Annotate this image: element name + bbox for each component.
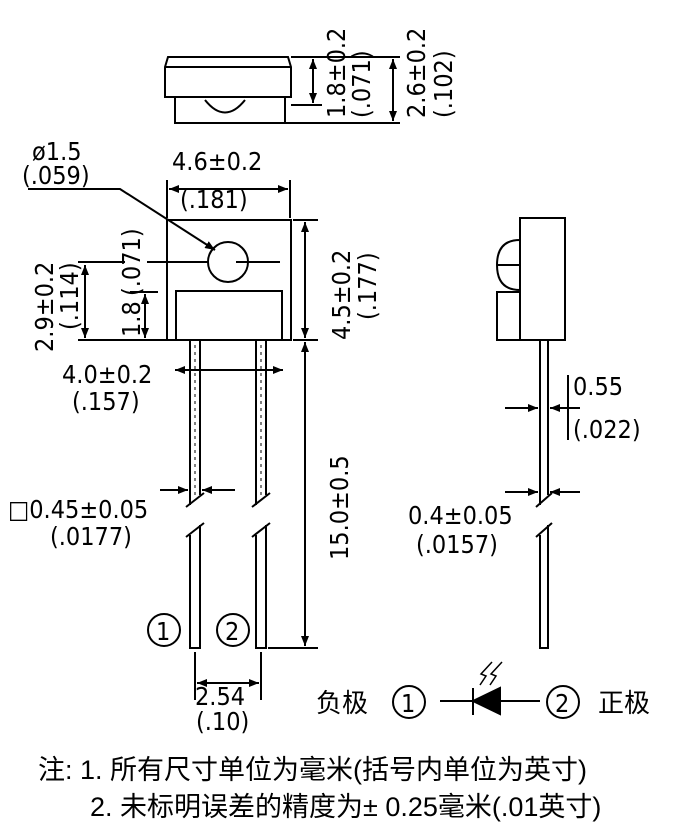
- lead-1: [185, 340, 205, 649]
- lead-2: [251, 340, 271, 649]
- symbol-pin1-circle: [392, 685, 426, 719]
- symbol-pin2-label: 2: [555, 689, 569, 718]
- dim-lead-length: 15.0±0.5: [325, 455, 354, 560]
- dim-side-thickness: 0.55: [573, 372, 623, 401]
- top-body-outline: [164, 56, 292, 98]
- dim-lead-thickness: 0.4±0.05: [408, 501, 513, 530]
- dim-lead-span-in: (.157): [72, 387, 140, 416]
- note-line-1: 注: 1. 所有尺寸单位为毫米(括号内单位为英寸): [38, 755, 587, 785]
- dim-body-height-in: (.071): [347, 50, 376, 118]
- led-arrow-triangle: [470, 686, 501, 716]
- dim-lens-dia-in: (.059): [22, 161, 90, 190]
- anode-label: 正极: [598, 689, 650, 719]
- dim-step-height: 1.8: [117, 301, 146, 337]
- dim-width: 4.6±0.2: [172, 147, 262, 176]
- dim-lead-size-in: (.0177): [50, 522, 132, 551]
- diode-symbol: 负极 1 2 正极: [316, 661, 650, 719]
- side-view: 0.55 (.022) 0.4±0.05 (.0157): [408, 217, 641, 649]
- top-view: 1.8±0.2 (.071) 2.6±0.2 (.102): [164, 28, 458, 124]
- front-body: [166, 219, 292, 341]
- dim-lead-span: 4.0±0.2: [62, 360, 152, 389]
- dim-pitch: 2.54: [195, 682, 245, 711]
- dim-lens-height-in: (.114): [55, 262, 84, 330]
- dim-lead-thickness-in: (.0157): [416, 530, 498, 559]
- top-lens-dome: [204, 99, 246, 114]
- emission-ray-1: [479, 661, 493, 686]
- dim-width-in: (.181): [180, 185, 248, 214]
- pin1-label: 1: [156, 617, 170, 646]
- top-base: [174, 96, 286, 124]
- dim-body-height: 4.5±0.2: [327, 250, 356, 340]
- pin2-label: 2: [225, 617, 239, 646]
- symbol-pin2-circle: [546, 685, 580, 719]
- front-view: ø1.5 (.059) 4.6±0.2 (.181) 2.9±0.2 (.114…: [8, 137, 382, 736]
- dim-side-thickness-in: (.022): [573, 415, 641, 444]
- side-body: [519, 217, 566, 341]
- dim-total-height: 2.6±0.2: [402, 28, 431, 118]
- dim-lead-size: □0.45±0.05: [8, 495, 148, 524]
- dim-body-height-in: (.177): [353, 252, 382, 320]
- dim-pitch-in: (.10): [196, 707, 249, 736]
- front-step: [175, 290, 283, 341]
- emission-ray-2: [489, 661, 503, 686]
- side-step: [496, 291, 521, 341]
- dim-step-height-in: (.071): [117, 228, 146, 296]
- dim-lens-height: 2.9±0.2: [30, 262, 59, 352]
- pin2-circle: [216, 613, 250, 647]
- pin1-circle: [147, 613, 181, 647]
- note-line-2: 2. 未标明误差的精度为± 0.25毫米(.01英寸): [90, 792, 601, 822]
- cathode-label: 负极: [316, 689, 368, 719]
- dim-total-height-in: (.102): [429, 50, 458, 118]
- dim-lens-dia: ø1.5: [32, 137, 82, 166]
- symbol-pin1-label: 1: [401, 689, 415, 718]
- dim-body-height: 1.8±0.2: [322, 28, 351, 118]
